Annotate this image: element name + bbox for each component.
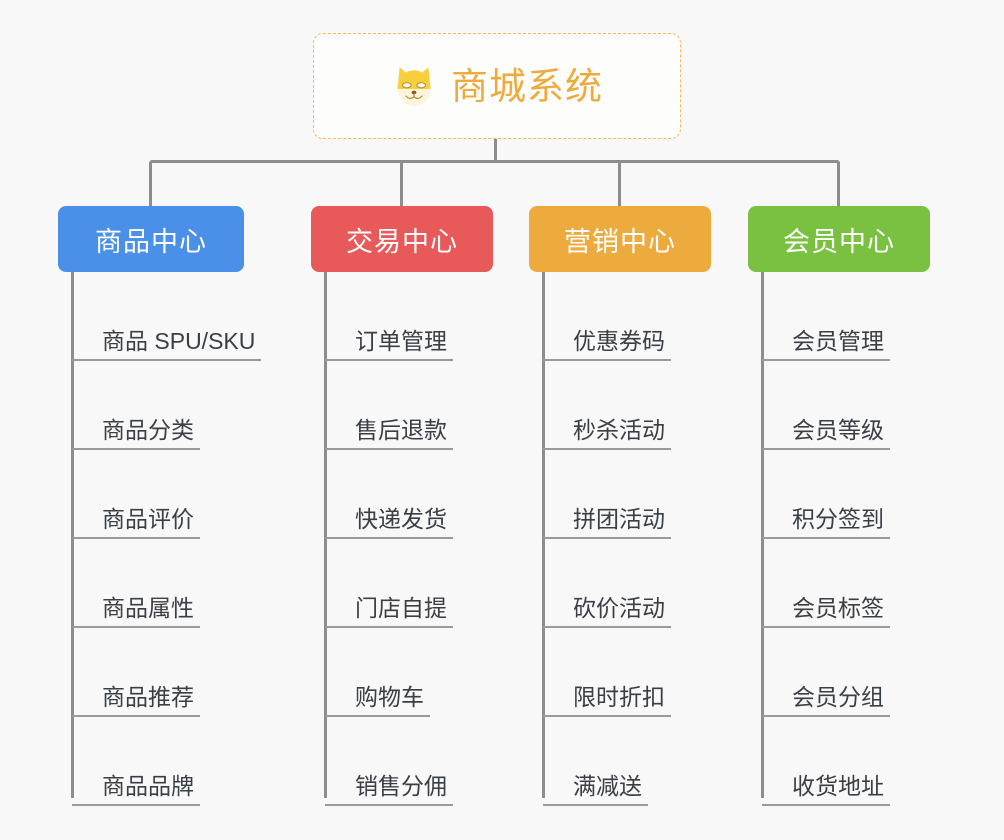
branch-column-3: 营销中心 优惠券码 秒杀活动 拼团活动 砍价活动 限时折扣 满减送 — [529, 206, 711, 806]
leaf-label: 限时折扣 — [543, 685, 671, 717]
root-node[interactable]: 商城系统 — [313, 33, 681, 139]
leaf-item[interactable]: 优惠券码 — [543, 272, 711, 361]
leaf-label: 收货地址 — [762, 774, 890, 806]
leaf-item[interactable]: 会员分组 — [762, 628, 930, 717]
leaf-item[interactable]: 商品品牌 — [72, 717, 261, 806]
branch-header-1[interactable]: 商品中心 — [58, 206, 244, 272]
leaf-item[interactable]: 销售分佣 — [325, 717, 493, 806]
leaf-label: 会员管理 — [762, 329, 890, 361]
shiba-dog-face-icon — [397, 67, 431, 107]
leaf-item[interactable]: 商品 SPU/SKU — [72, 272, 262, 361]
leaf-item[interactable]: 快递发货 — [325, 450, 493, 539]
root-node-label: 商城系统 — [451, 65, 603, 107]
leaf-label: 满减送 — [543, 774, 648, 806]
leaf-label: 商品 SPU/SKU — [72, 329, 262, 361]
leaf-label: 快递发货 — [325, 507, 453, 539]
leaf-item[interactable]: 会员管理 — [762, 272, 930, 361]
leaf-label: 销售分佣 — [325, 774, 453, 806]
leaf-label: 商品评价 — [72, 507, 200, 539]
leaf-item[interactable]: 商品评价 — [72, 450, 261, 539]
leaf-list-2: 订单管理 售后退款 快递发货 门店自提 购物车 销售分佣 — [311, 272, 493, 806]
leaf-item[interactable]: 门店自提 — [325, 539, 493, 628]
leaf-item[interactable]: 秒杀活动 — [543, 361, 711, 450]
leaf-item[interactable]: 售后退款 — [325, 361, 493, 450]
leaf-label: 积分签到 — [762, 507, 890, 539]
branch-header-3[interactable]: 营销中心 — [529, 206, 711, 272]
leaf-item[interactable]: 积分签到 — [762, 450, 930, 539]
branch-header-label-3: 营销中心 — [564, 226, 676, 257]
leaf-label: 会员标签 — [762, 596, 890, 628]
leaf-item[interactable]: 商品属性 — [72, 539, 261, 628]
leaf-item[interactable]: 商品推荐 — [72, 628, 261, 717]
branch-header-label-2: 交易中心 — [346, 226, 458, 257]
branch-header-label-1: 商品中心 — [95, 226, 207, 257]
leaf-label: 门店自提 — [325, 596, 453, 628]
leaf-item[interactable]: 收货地址 — [762, 717, 930, 806]
leaf-label: 优惠券码 — [543, 329, 671, 361]
leaf-label: 会员等级 — [762, 418, 890, 450]
leaf-item[interactable]: 砍价活动 — [543, 539, 711, 628]
leaf-item[interactable]: 订单管理 — [325, 272, 493, 361]
leaf-item[interactable]: 满减送 — [543, 717, 711, 806]
leaf-list-4: 会员管理 会员等级 积分签到 会员标签 会员分组 收货地址 — [748, 272, 930, 806]
leaf-label: 订单管理 — [325, 329, 453, 361]
leaf-item[interactable]: 会员等级 — [762, 361, 930, 450]
branch-column-4: 会员中心 会员管理 会员等级 积分签到 会员标签 会员分组 收货地址 — [748, 206, 930, 806]
leaf-item[interactable]: 限时折扣 — [543, 628, 711, 717]
branch-header-2[interactable]: 交易中心 — [311, 206, 493, 272]
branch-header-label-4: 会员中心 — [783, 226, 895, 257]
leaf-label: 售后退款 — [325, 418, 453, 450]
leaf-item[interactable]: 商品分类 — [72, 361, 261, 450]
leaf-label: 砍价活动 — [543, 596, 671, 628]
leaf-list-1: 商品 SPU/SKU 商品分类 商品评价 商品属性 商品推荐 商品品牌 — [58, 272, 262, 806]
branch-column-2: 交易中心 订单管理 售后退款 快递发货 门店自提 购物车 销售分佣 — [311, 206, 493, 806]
branch-header-4[interactable]: 会员中心 — [748, 206, 930, 272]
leaf-label: 会员分组 — [762, 685, 890, 717]
leaf-label: 购物车 — [325, 685, 430, 717]
leaf-item[interactable]: 拼团活动 — [543, 450, 711, 539]
leaf-item[interactable]: 购物车 — [325, 628, 493, 717]
leaf-item[interactable]: 会员标签 — [762, 539, 930, 628]
leaf-label: 商品品牌 — [72, 774, 200, 806]
leaf-label: 商品属性 — [72, 596, 200, 628]
branch-column-1: 商品中心 商品 SPU/SKU 商品分类 商品评价 商品属性 商品推荐 商品品牌 — [58, 206, 262, 806]
leaf-list-3: 优惠券码 秒杀活动 拼团活动 砍价活动 限时折扣 满减送 — [529, 272, 711, 806]
leaf-label: 拼团活动 — [543, 507, 671, 539]
leaf-label: 商品推荐 — [72, 685, 200, 717]
leaf-label: 商品分类 — [72, 418, 200, 450]
leaf-label: 秒杀活动 — [543, 418, 671, 450]
